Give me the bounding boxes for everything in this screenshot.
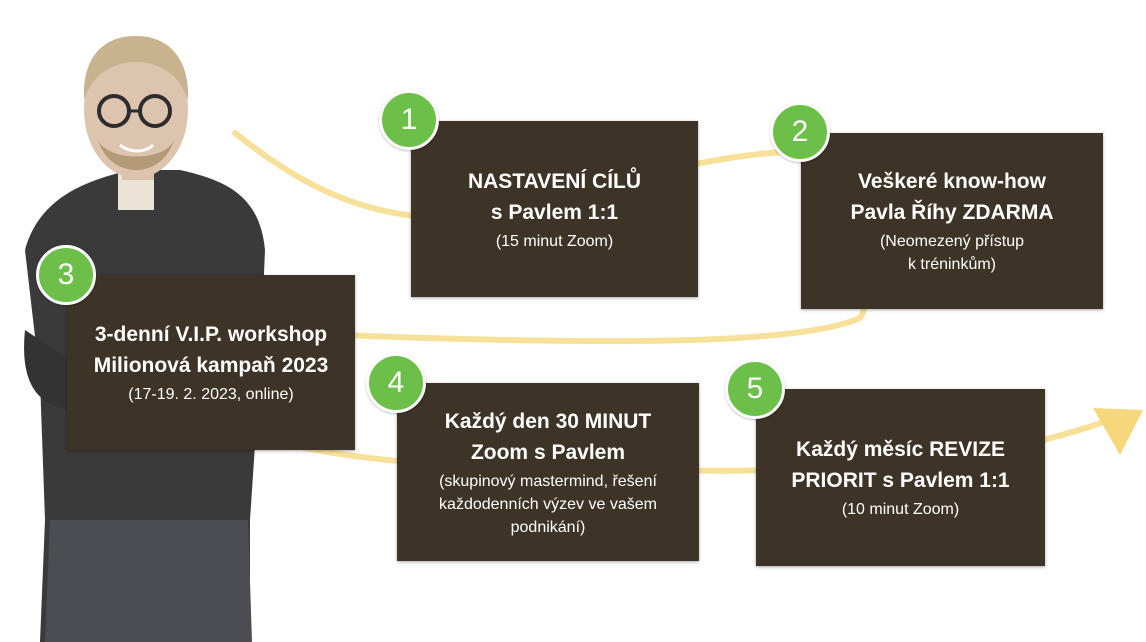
step-subtitle: (skupinový mastermind, řešení každodenní…: [439, 472, 657, 536]
step-box-4: Každý den 30 MINUT Zoom s Pavlem (skupin…: [397, 383, 699, 561]
step-box-1: NASTAVENÍ CÍLŮ s Pavlem 1:1 (15 minut Zo…: [411, 121, 698, 297]
step-number-badge: 4: [366, 353, 426, 413]
step-title: Veškeré know-how Pavla Říhy ZDARMA: [850, 170, 1054, 224]
step-subtitle: (Neomezený přístup k tréninkům): [879, 233, 1025, 273]
step-number-badge: 3: [36, 245, 96, 305]
step-subtitle: (15 minut Zoom): [495, 232, 614, 250]
step-number-badge: 2: [770, 102, 830, 162]
arrow-head-icon: [1093, 408, 1143, 455]
step-number-badge: 1: [379, 90, 439, 150]
step-box-5: Každý měsíc REVIZE PRIORIT s Pavlem 1:1 …: [756, 389, 1045, 566]
step-title: Každý den 30 MINUT Zoom s Pavlem: [444, 409, 652, 464]
step-subtitle: (17-19. 2. 2023, online): [128, 386, 294, 403]
step-title: 3-denní V.I.P. workshop Milionová kampaň…: [93, 323, 329, 377]
step-box-3: 3-denní V.I.P. workshop Milionová kampaň…: [67, 275, 355, 450]
step-subtitle: (10 minut Zoom): [841, 501, 960, 518]
step-title: Každý měsíc REVIZE PRIORIT s Pavlem 1:1: [791, 438, 1010, 492]
step-box-2: Veškeré know-how Pavla Říhy ZDARMA (Neom…: [801, 133, 1103, 309]
step-title: NASTAVENÍ CÍLŮ s Pavlem 1:1: [467, 169, 642, 224]
step-number-badge: 5: [725, 359, 785, 419]
